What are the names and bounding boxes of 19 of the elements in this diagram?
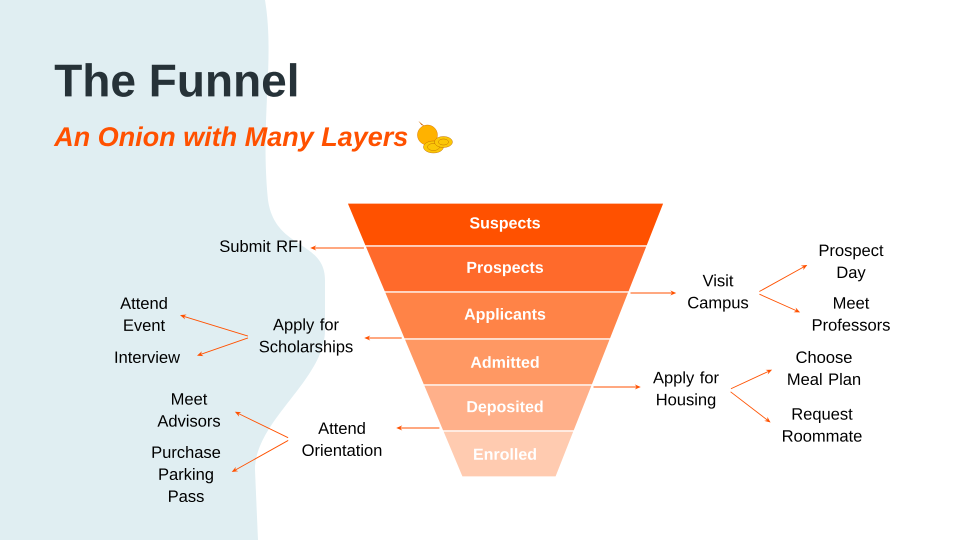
step-label: Apply for Housing — [653, 371, 719, 409]
step-label: Apply for Scholarships — [260, 318, 353, 356]
subtitle: An Onion with Many Layers — [54, 126, 408, 152]
step-label: Choose Meal Plan — [788, 350, 860, 386]
step-label: Prospect Day — [820, 244, 884, 282]
step-label: Meet Professors — [812, 297, 890, 331]
step-label: Attend Orientation — [302, 422, 382, 456]
slide-title: The Funnel — [54, 63, 296, 97]
funnel-band: Suspects — [346, 202, 665, 247]
step-label: Request Roommate — [783, 408, 862, 442]
step-label: Submit RFI — [220, 240, 302, 252]
step-label: Attend Event — [120, 296, 167, 332]
funnel-band: Deposited — [422, 384, 594, 432]
step-label: Visit Campus — [688, 274, 748, 312]
funnel-band: Applicants — [384, 291, 630, 340]
step-label: Interview — [116, 350, 180, 364]
funnel-band: Prospects — [364, 245, 648, 293]
step-label: Meet Advisors — [157, 393, 220, 427]
step-label: Purchase Parking Pass — [152, 446, 220, 502]
